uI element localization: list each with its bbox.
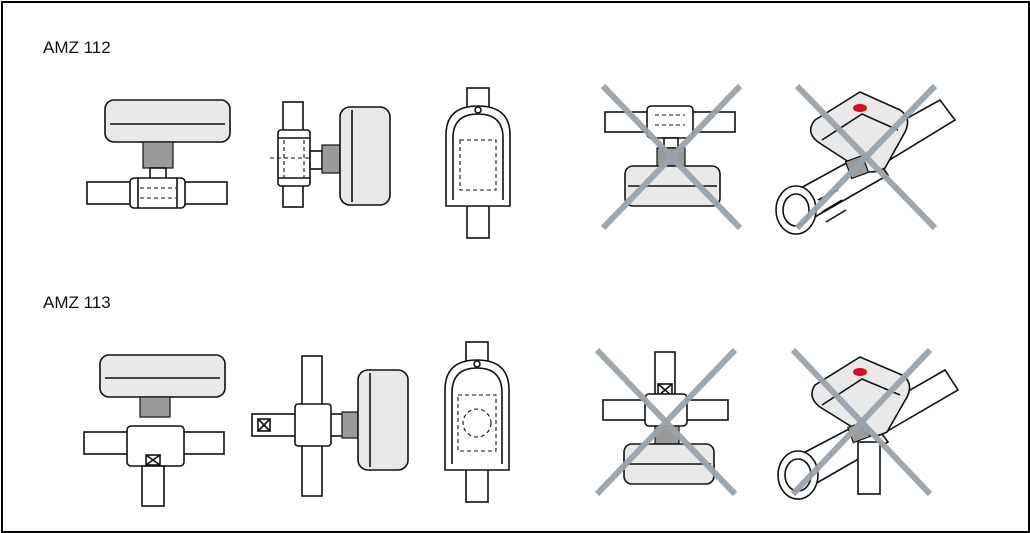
wrong-mounting-cross-icon-3 [594, 347, 738, 497]
amz113-actuator-below-view [602, 351, 729, 485]
amz113-actuator-front-view [444, 341, 510, 503]
amz112-actuator-perspective-view [775, 91, 957, 235]
amz112-actuator-side-view [270, 101, 391, 208]
wrong-mounting-cross-icon-1 [600, 83, 743, 231]
amz113-actuator-top-view [83, 354, 226, 507]
wrong-mounting-cross-icon-4 [790, 347, 933, 497]
amz112-actuator-below-view [604, 105, 736, 207]
section-label-amz-112: AMZ 112 [43, 38, 111, 57]
section-label-amz-113: AMZ 113 [43, 293, 111, 312]
amz112-actuator-top-view [86, 99, 231, 209]
wrong-mounting-cross-icon-2 [794, 83, 938, 231]
amz113-actuator-side-view [251, 355, 409, 497]
amz112-actuator-front-view [445, 87, 511, 239]
